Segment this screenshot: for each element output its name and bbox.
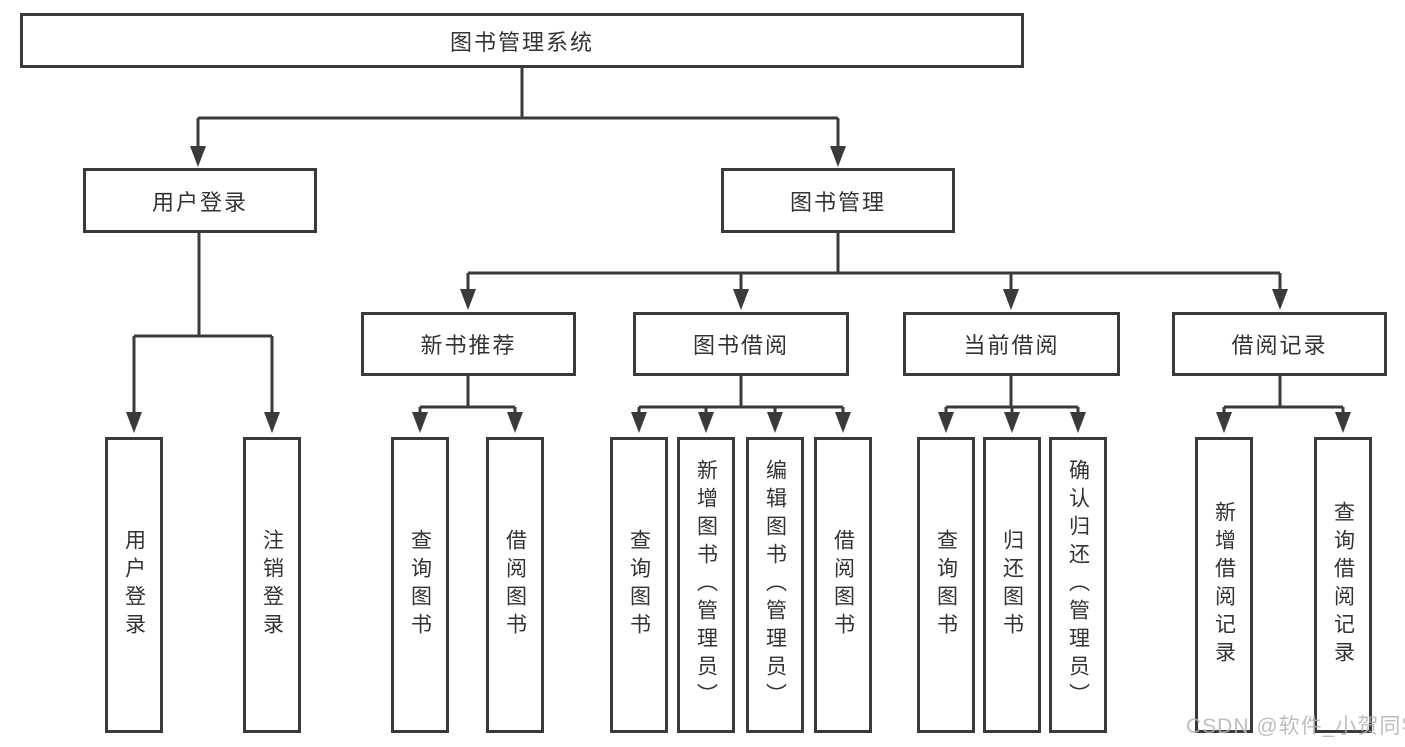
connector-book-borrow-to-leaves: [637, 374, 845, 421]
leaf-user-login: 用户登录: [105, 437, 163, 733]
node-book-management: 图书管理: [721, 168, 955, 233]
node-current-borrow: 当前借阅: [903, 312, 1120, 376]
connector-borrow-records-to-leaves: [1222, 374, 1345, 421]
leaf-add-book-admin: 新增图书（管理员）: [677, 437, 735, 733]
leaf-return-book: 归还图书: [983, 437, 1041, 733]
csdn-watermark: CSDN @软件_小贺同学: [1186, 715, 1405, 738]
node-user-login: 用户登录: [83, 168, 317, 233]
leaf-borrow-books-2: 借阅图书: [814, 437, 872, 733]
leaf-logout: 注销登录: [243, 437, 301, 733]
connector-book-mgmt-to-level3: [466, 231, 1282, 299]
connector-new-book-to-leaves: [418, 374, 517, 421]
arrowheads: [126, 146, 1351, 433]
leaf-query-books-recommend: 查询图书: [391, 437, 449, 733]
leaf-add-borrow-record: 新增借阅记录: [1195, 437, 1253, 733]
leaf-query-books-current: 查询图书: [917, 437, 975, 733]
leaf-query-borrow-record: 查询借阅记录: [1314, 437, 1372, 733]
leaf-borrow-books-recommend: 借阅图书: [486, 437, 544, 733]
node-borrow-records: 借阅记录: [1172, 312, 1387, 376]
leaf-confirm-return-admin: 确认归还（管理员）: [1049, 437, 1107, 733]
connector-user-login-to-leaves: [132, 231, 274, 421]
leaf-edit-book-admin: 编辑图书（管理员）: [746, 437, 804, 733]
node-book-borrow: 图书借阅: [633, 312, 849, 376]
node-root-system: 图书管理系统: [20, 13, 1024, 68]
leaf-query-books-borrow: 查询图书: [610, 437, 668, 733]
connector-root-to-level2: [196, 68, 840, 156]
node-new-book-recommend: 新书推荐: [361, 312, 576, 376]
